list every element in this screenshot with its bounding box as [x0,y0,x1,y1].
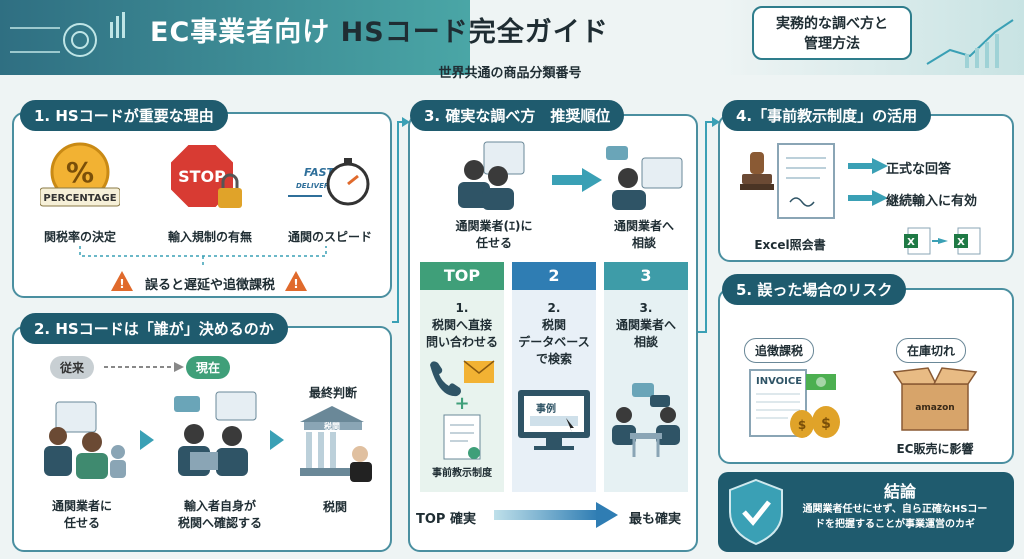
excel-inquiry-label: Excel照会書 [754,238,826,252]
percentage-coin-icon: % PERCENTAGE [40,142,120,207]
svg-text:!: ! [293,277,298,291]
result-arrow-1 [848,158,888,174]
connector-3-4 [698,117,720,333]
screen-label: 事例 [536,402,556,415]
customs-sign: 税関 [324,421,340,431]
svg-text:!: ! [119,277,124,291]
rank-top-body: 1.税関へ直接問い合わせる [425,301,498,349]
penalty-tax-chip: 追徴課税 [744,338,815,363]
growth-chart-icon [926,19,1014,68]
before-chip: 従来 [50,356,95,379]
section-2-title: 2. HSコードは「誰が」決めるのか [20,313,288,344]
invoice-label: INVOICE [756,376,802,387]
dotted-connector [79,246,327,266]
now-chip: 現在 [186,356,231,379]
rank-2-body: 2.税関データベースで検索 [518,301,590,366]
percentage-label: PERCENTAGE [43,193,116,204]
customs-building-judge-icon: 税関 [300,406,372,482]
connector-1-3 [392,117,410,323]
tagline: 世界共通の商品分類番号 [438,66,582,81]
rank-2-column: 2 2.税関データベースで検索 事例 [512,262,596,492]
svg-text:$: $ [798,418,806,432]
conclusion-text: 通関業者任せにせず、自ら正確なHSコードを把握することが事業運営のカギ [802,504,988,530]
footer-most-certain: 最も確実 [628,512,681,527]
ec-sales-impact-label: EC販売に影響 [896,442,974,456]
warning-icon-right: ! [285,271,307,291]
svg-text:X: X [957,237,965,248]
warning-icon-left: ! [111,271,133,291]
section-3-title: 3. 確実な調べ方 推奨順位 [410,100,625,131]
subtitle-badge: 実務的な調べ方と管理方法 [752,6,912,60]
broker-consult-label: 通関業者へ相談 [613,219,674,250]
forward-arrow-icon [552,168,602,192]
svg-text:X: X [907,237,915,248]
customs-brokers-people-icon [44,401,126,479]
section-1-title: 1. HSコードが重要な理由 [20,100,228,131]
out-of-stock-chip: 在庫切れ [896,338,967,363]
svg-text:%: % [66,156,94,189]
section-4-title: 4.「事前教示制度」の活用 [722,100,932,131]
fast-label: FAST [304,166,336,179]
final-judgement-label: 最終判断 [308,386,357,400]
option-broker-label: 通関業者に任せる [51,499,112,530]
consult-broker-icon [606,146,683,210]
dashed-arrow-icon [104,362,184,372]
broker-delegate-label: 通関業者(ｴ)に任せる [455,219,533,250]
warning-text: 誤ると遅延や追徴課税 [144,278,275,293]
circuit-decoration-icon [10,12,125,57]
option-importer-label: 輸入者自身が税関へ確認する [177,499,262,530]
rank-3-header: 3 [604,262,688,290]
result-arrow-2 [848,190,888,206]
flow-arrow-2 [270,430,284,450]
continuous-import-label: 継続輸入に有効 [886,194,978,209]
option-customs-label: 税関 [322,500,347,514]
header-banner [0,0,470,75]
empty-box-icon: amazon [892,367,978,431]
reason-tariff-label: 関税率の決定 [43,230,116,244]
box-label: amazon [915,403,954,413]
delivery-label: DELIVERY [296,182,335,190]
page-title: EC事業者向け HSコード完全ガイド [150,17,609,48]
rank-3-body: 3.通関業者へ相談 [615,301,676,349]
reason-regulation-label: 輸入規制の有無 [167,230,252,244]
svg-text:$: $ [821,416,831,432]
reason-speed-label: 通関のスピード [287,230,372,244]
rank-3-column: 3 3.通関業者へ相談 [604,262,688,492]
database-monitor-icon: 事例 [518,390,590,450]
broker-team-icon [458,141,525,210]
fast-delivery-stopwatch-icon: FAST DELIVERY [288,158,370,206]
rank-top-header: TOP [420,262,504,290]
rank-top-column: TOP 1.税関へ直接問い合わせる + 事前教示制度 [420,262,504,492]
excel-files-icon: X X [904,227,981,255]
stop-sign-lock-icon: STOP [169,143,242,209]
phone-mail-document-icon: + [430,360,495,460]
section-5-title: 5. 誤った場合のリスク [722,274,907,305]
importer-self-check-icon [174,391,257,476]
invoice-money-icon: INVOICE $ $ [749,369,840,438]
rank-2-header: 2 [512,262,596,290]
stop-label: STOP [178,167,226,186]
flow-arrow-1 [140,430,154,450]
advance-ruling-label: 事前教示制度 [432,468,492,479]
footer-top-certain: TOP 確実 [416,512,476,527]
meeting-people-icon [612,383,680,457]
certainty-gradient-arrow-icon [494,502,618,528]
svg-text:+: + [454,393,469,414]
certificate-stamp-icon [740,143,835,219]
formal-answer-label: 正式な回答 [886,162,952,177]
conclusion-title: 結論 [883,482,916,501]
shield-check-icon [729,478,783,546]
